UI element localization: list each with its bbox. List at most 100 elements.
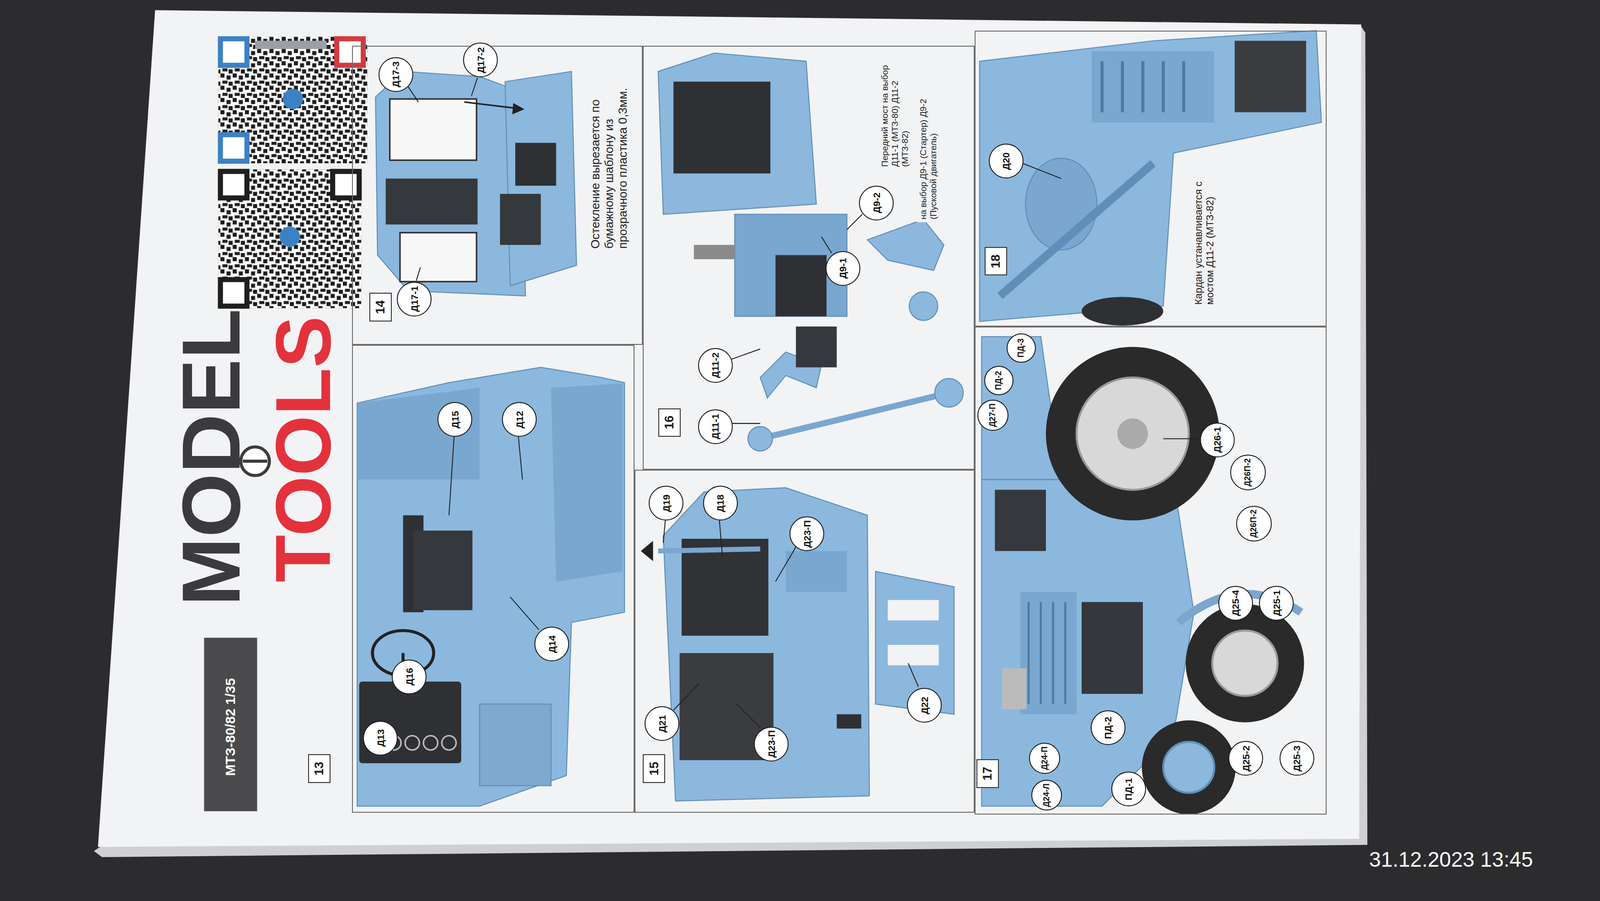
callout-circle: Д13 — [362, 720, 398, 756]
step-15-drawing — [785, 550, 848, 592]
photo-timestamp: 31.12.2023 13:45 — [1369, 847, 1533, 871]
qr-code — [332, 171, 360, 198]
step-number-box: 17 — [976, 758, 999, 788]
step-14-drawing — [375, 71, 526, 296]
qr-code — [220, 38, 247, 66]
callout-number: Д17-3 — [390, 61, 401, 88]
step-17-drawing — [981, 336, 1304, 814]
step-13-drawing — [442, 735, 457, 750]
callout-circle: Д16 — [391, 659, 427, 694]
callout-number: Д25-3 — [1291, 745, 1302, 772]
callout-circle: Д14 — [534, 626, 570, 662]
step-number: 18 — [989, 254, 1003, 268]
callout-circle: Д11-1 — [698, 409, 733, 444]
step-13-drawing — [357, 367, 625, 806]
step-13-drawing — [413, 530, 473, 610]
callout-number: ПД-3 — [1016, 338, 1026, 358]
step-number: 16 — [663, 415, 676, 430]
callout-circle: Д25-1 — [1258, 585, 1294, 621]
step-13-drawing — [423, 735, 438, 750]
callout-circle: Д9-2 — [858, 185, 894, 221]
step-16-drawing — [760, 392, 950, 439]
leader-line — [736, 703, 761, 727]
callout-number: Д11-1 — [709, 413, 721, 440]
logo-text: MODEL — [170, 308, 253, 606]
note-text: Кардан устанавливается с мостом Д11-2 (М… — [1190, 165, 1218, 308]
leader-line — [1163, 437, 1200, 439]
title-bar — [203, 637, 257, 811]
callout-circle: Д23-П — [753, 726, 789, 762]
step-18-drawing — [1100, 61, 1104, 113]
leader-line — [731, 422, 761, 424]
leader-line — [847, 214, 863, 230]
callout-number: Д12 — [513, 410, 525, 428]
step-14-drawing — [385, 178, 478, 224]
logo-text: TOOLS — [264, 315, 342, 582]
note-text: Передний мост на выбор Д11-1 (МТЗ-80) Д1… — [878, 54, 912, 170]
callout-circle: Д25-3 — [1279, 740, 1315, 776]
callout-circle: Д23-П — [789, 516, 825, 551]
step-14-drawing — [515, 142, 556, 186]
step-number: 17 — [981, 766, 994, 781]
leader-line — [821, 236, 832, 254]
step-13-drawing — [479, 703, 551, 785]
step-18-drawing — [1091, 51, 1215, 123]
step-number-box: 13 — [308, 753, 331, 783]
step-15-drawing — [681, 538, 769, 636]
qr-code — [218, 36, 368, 308]
step-16-drawing — [934, 378, 964, 407]
step-18-drawing — [979, 30, 1322, 322]
callout-number: Д24-П — [1040, 746, 1050, 770]
callout-number: ПД-1 — [1123, 777, 1134, 800]
step-16-drawing — [867, 219, 944, 271]
callout-number: Д26П-2 — [1243, 458, 1253, 487]
step-14-drawing — [375, 71, 577, 296]
step-17-drawing — [1045, 346, 1220, 521]
leader-line — [408, 77, 1200, 728]
step-13-drawing — [550, 383, 623, 582]
leader-line — [448, 436, 454, 516]
leader-line — [731, 348, 761, 359]
title-bar — [203, 637, 257, 811]
qr-code — [220, 171, 247, 198]
leader-line — [673, 683, 699, 710]
step-17-drawing — [1141, 720, 1236, 814]
callout-number: Д25-4 — [1230, 589, 1241, 616]
callout-circle: Д26П-2 — [1236, 505, 1272, 542]
step-15-drawing — [887, 599, 939, 621]
step-panel: 13Д13Д16Д14Д15Д12 — [352, 344, 635, 812]
step-14-drawing — [500, 193, 541, 246]
step-number: 14 — [374, 300, 387, 315]
callout-circle: Д17-2 — [463, 42, 498, 78]
leader-line — [408, 86, 419, 102]
callout-circle: Д18 — [703, 485, 738, 521]
step-16-drawing — [909, 291, 939, 320]
callout-number: Д27-П — [988, 403, 998, 427]
step-17-drawing — [1064, 601, 1067, 704]
callout-circle: ПД-2 — [1090, 709, 1126, 745]
step-14-drawing — [389, 98, 477, 160]
step-15-drawing — [663, 487, 870, 801]
step-18-drawing — [1182, 61, 1186, 113]
callout-circle: Д26-1 — [1200, 422, 1235, 458]
step-17-drawing — [1076, 377, 1190, 490]
callout-number: Д22 — [919, 696, 930, 714]
qr-code — [218, 36, 368, 164]
leader-line — [518, 436, 523, 480]
callout-number: Д24-Л — [1042, 783, 1052, 807]
step-18-drawing — [979, 30, 1322, 326]
callout-circle: Д21 — [644, 705, 680, 741]
step-18-drawing — [1141, 61, 1145, 113]
step-13-drawing — [357, 387, 480, 480]
step-15-drawing — [640, 540, 654, 561]
callout-number: Д15 — [449, 410, 461, 428]
step-number-box: 18 — [984, 246, 1008, 276]
step-number: 13 — [313, 761, 326, 776]
leader-line — [908, 662, 919, 687]
step-15-drawing — [640, 487, 955, 801]
step-14-drawing — [505, 71, 577, 286]
callout-circle: ПД-1 — [1111, 771, 1147, 806]
step-17-drawing — [1002, 667, 1027, 709]
